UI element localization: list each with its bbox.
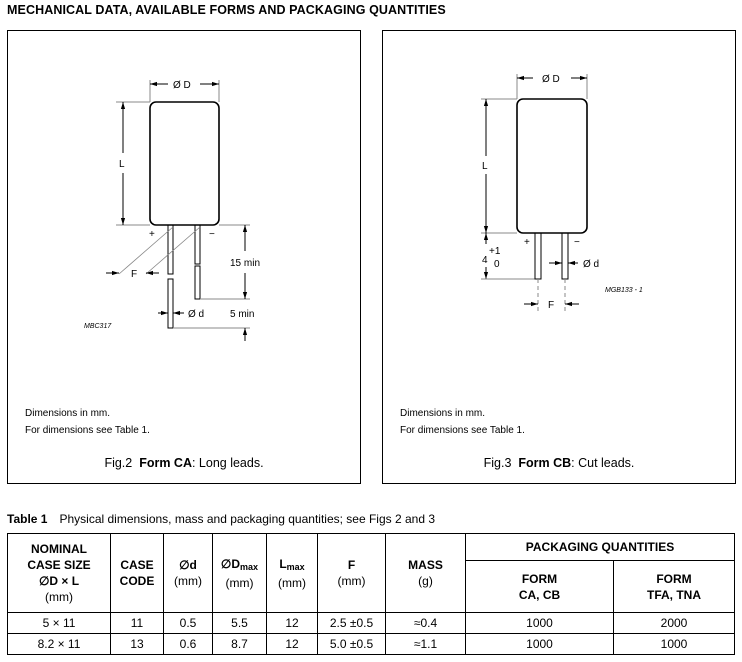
figure-3-form-cb: Ø D L + − 4 +1 0 F Ø d MGB133 - 1 Dimens… bbox=[382, 30, 736, 484]
note-dimensions: Dimensions in mm. bbox=[25, 408, 111, 419]
figure-2-form-ca: Ø D L + − F 15 min Ø d 5 min MBC317 Dime… bbox=[7, 30, 361, 484]
text: max bbox=[286, 561, 305, 572]
table-label: Table 1 bbox=[7, 512, 48, 526]
text: FORM bbox=[656, 571, 692, 586]
table-cell: 12 bbox=[266, 633, 318, 655]
header-lmax: Lmax (mm) bbox=[266, 533, 318, 613]
table-cell: 11 bbox=[110, 612, 164, 634]
minus-label: − bbox=[209, 229, 215, 240]
diameter-label: Ø D bbox=[542, 74, 560, 85]
table-cell: ≈1.1 bbox=[385, 633, 466, 655]
table-cell: 1000 bbox=[613, 633, 735, 655]
text: ∅D bbox=[220, 556, 241, 571]
header-packaging: PACKAGING QUANTITIES bbox=[465, 533, 735, 561]
text: (mm) bbox=[225, 575, 254, 590]
table-cell: 0.6 bbox=[163, 633, 213, 655]
figure-caption: Fig.3 Form CB: Cut leads. bbox=[383, 456, 735, 470]
table-cell: 1000 bbox=[465, 633, 614, 655]
table-cell: 8.7 bbox=[212, 633, 267, 655]
capacitor-body bbox=[516, 98, 588, 234]
plus-label: + bbox=[524, 237, 530, 248]
table-cell: 1000 bbox=[465, 612, 614, 634]
table-cell: 12 bbox=[266, 612, 318, 634]
drawing-code: MGB133 - 1 bbox=[605, 287, 643, 294]
table-cell: 2.5 ±0.5 bbox=[317, 612, 386, 634]
pitch-label: F bbox=[131, 269, 137, 280]
diameter-label: Ø D bbox=[173, 80, 191, 91]
table-caption-text: Physical dimensions, mass and packaging … bbox=[59, 512, 436, 526]
table-cell: 5.5 bbox=[212, 612, 267, 634]
table-cell: 0.5 bbox=[163, 612, 213, 634]
figure-caption: Fig.2 Form CA: Long leads. bbox=[8, 456, 360, 470]
table-cell: 2000 bbox=[613, 612, 735, 634]
section-title: MECHANICAL DATA, AVAILABLE FORMS AND PAC… bbox=[7, 3, 446, 17]
length-label: L bbox=[482, 161, 488, 172]
text: FORM bbox=[521, 571, 558, 586]
text: NOMINAL bbox=[31, 542, 87, 556]
text: MASS bbox=[408, 558, 443, 572]
note-see-table: For dimensions see Table 1. bbox=[400, 425, 525, 436]
text: (mm) bbox=[337, 574, 366, 588]
table-cell: ≈0.4 bbox=[385, 612, 466, 634]
header-case-code: CASE CODE bbox=[110, 533, 164, 613]
text: L bbox=[279, 556, 287, 571]
caption-text: : Long leads. bbox=[191, 456, 264, 470]
plus-label: + bbox=[149, 229, 155, 240]
lead-diameter-label: Ø d bbox=[188, 309, 204, 320]
caption-number: Fig.2 bbox=[104, 456, 133, 470]
text: (mm) bbox=[278, 575, 306, 590]
length-label: L bbox=[119, 159, 125, 170]
header-lead-diameter: ∅d (mm) bbox=[163, 533, 213, 613]
text: F bbox=[347, 558, 356, 572]
caption-number: Fig.3 bbox=[483, 456, 512, 470]
text: ∅d bbox=[179, 558, 197, 572]
text: CASE bbox=[120, 558, 154, 572]
form-ca-drawing: Ø D L + − F 15 min Ø d 5 min MBC317 bbox=[84, 80, 260, 341]
tolerance-plus: +1 bbox=[489, 246, 501, 257]
text: ∅D × L bbox=[38, 574, 80, 588]
text: (mm) bbox=[45, 590, 73, 604]
caption-form: Form CB bbox=[518, 456, 572, 470]
text: (g) bbox=[418, 574, 433, 588]
table-caption: Table 1 Physical dimensions, mass and pac… bbox=[7, 512, 435, 526]
minus-label: − bbox=[574, 237, 580, 248]
drawing-code: MBC317 bbox=[84, 323, 112, 330]
text: CA, CB bbox=[518, 587, 561, 602]
table-cell: 5 × 11 bbox=[7, 612, 111, 634]
text: (mm) bbox=[174, 574, 202, 588]
pitch-label: F bbox=[548, 300, 554, 311]
header-dmax: ∅Dmax (mm) bbox=[212, 533, 267, 613]
table-cell: 8.2 × 11 bbox=[7, 633, 111, 655]
cut-length-label: 4 bbox=[482, 255, 488, 266]
caption-form: Form CA bbox=[139, 456, 192, 470]
lead-5-label: 5 min bbox=[230, 309, 254, 320]
text: max bbox=[240, 561, 259, 572]
dimensions-table: NOMINAL CASE SIZE ∅D × L (mm) CASE CODE ∅d (m… bbox=[7, 533, 735, 655]
text: CODE bbox=[119, 574, 155, 588]
tolerance-minus: 0 bbox=[494, 259, 500, 270]
table-cell: 13 bbox=[110, 633, 164, 655]
capacitor-body bbox=[149, 101, 220, 226]
lead-diameter-label: Ø d bbox=[583, 259, 599, 270]
text: TFA, TNA bbox=[647, 587, 701, 602]
form-cb-drawing: Ø D L + − 4 +1 0 F Ø d MGB133 - 1 bbox=[481, 74, 643, 311]
header-pitch: F (mm) bbox=[317, 533, 386, 613]
note-see-table: For dimensions see Table 1. bbox=[25, 425, 150, 436]
lead-15-label: 15 min bbox=[230, 258, 260, 269]
caption-text: : Cut leads. bbox=[571, 456, 635, 470]
header-case-size: NOMINAL CASE SIZE ∅D × L (mm) bbox=[7, 533, 111, 613]
text: CASE SIZE bbox=[27, 558, 91, 572]
header-mass: MASS (g) bbox=[385, 533, 466, 613]
note-dimensions: Dimensions in mm. bbox=[400, 408, 486, 419]
table-cell: 5.0 ±0.5 bbox=[317, 633, 386, 655]
